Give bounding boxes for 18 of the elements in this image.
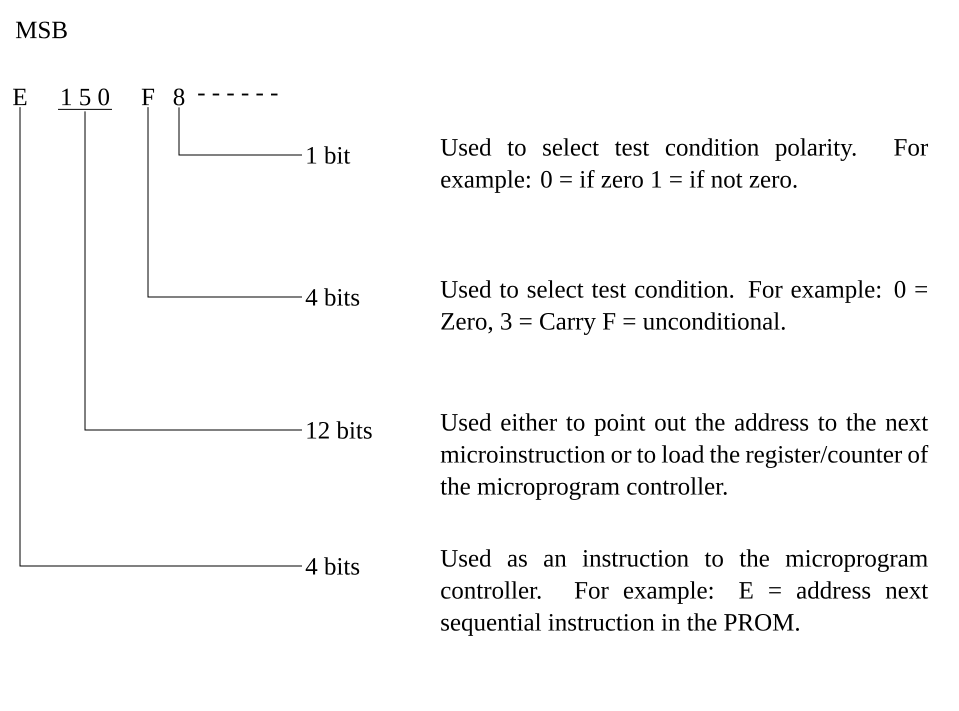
field-description: Used as an instruction to the microprogram controller. For example: E = address next sequential instruction in the PROM. bbox=[440, 549, 928, 636]
bit-width-label: 4 bits bbox=[306, 557, 360, 575]
placeholder-dashes: - - - - - - bbox=[198, 94, 278, 96]
hex-digit-group: 1 5 0 bbox=[58, 88, 112, 110]
leader-line bbox=[84, 110, 302, 430]
bit-width-label: 4 bits bbox=[306, 288, 360, 306]
field-description: Used to select test condition polarity. For example: 0 = if zero 1 = if not zero. bbox=[440, 138, 928, 193]
hex-digit: F bbox=[142, 88, 154, 106]
bit-width-label: 1 bit bbox=[307, 146, 350, 164]
bit-width-label: 12 bits bbox=[307, 421, 372, 439]
leader-line bbox=[20, 106, 302, 566]
leader-line bbox=[148, 106, 302, 298]
hex-digit: E bbox=[13, 88, 26, 106]
field-description: Used to select test condition. For example: 0 = Zero, 3 = Carry F = unconditional. bbox=[440, 280, 928, 335]
bit-order-label: MSB bbox=[16, 22, 67, 38]
hex-digit: 8 bbox=[174, 88, 184, 106]
leader-line bbox=[178, 106, 302, 156]
field-description: Used either to point out the address to the next microinstruction or to load the register/counter of the microprogram controller. bbox=[440, 413, 928, 500]
